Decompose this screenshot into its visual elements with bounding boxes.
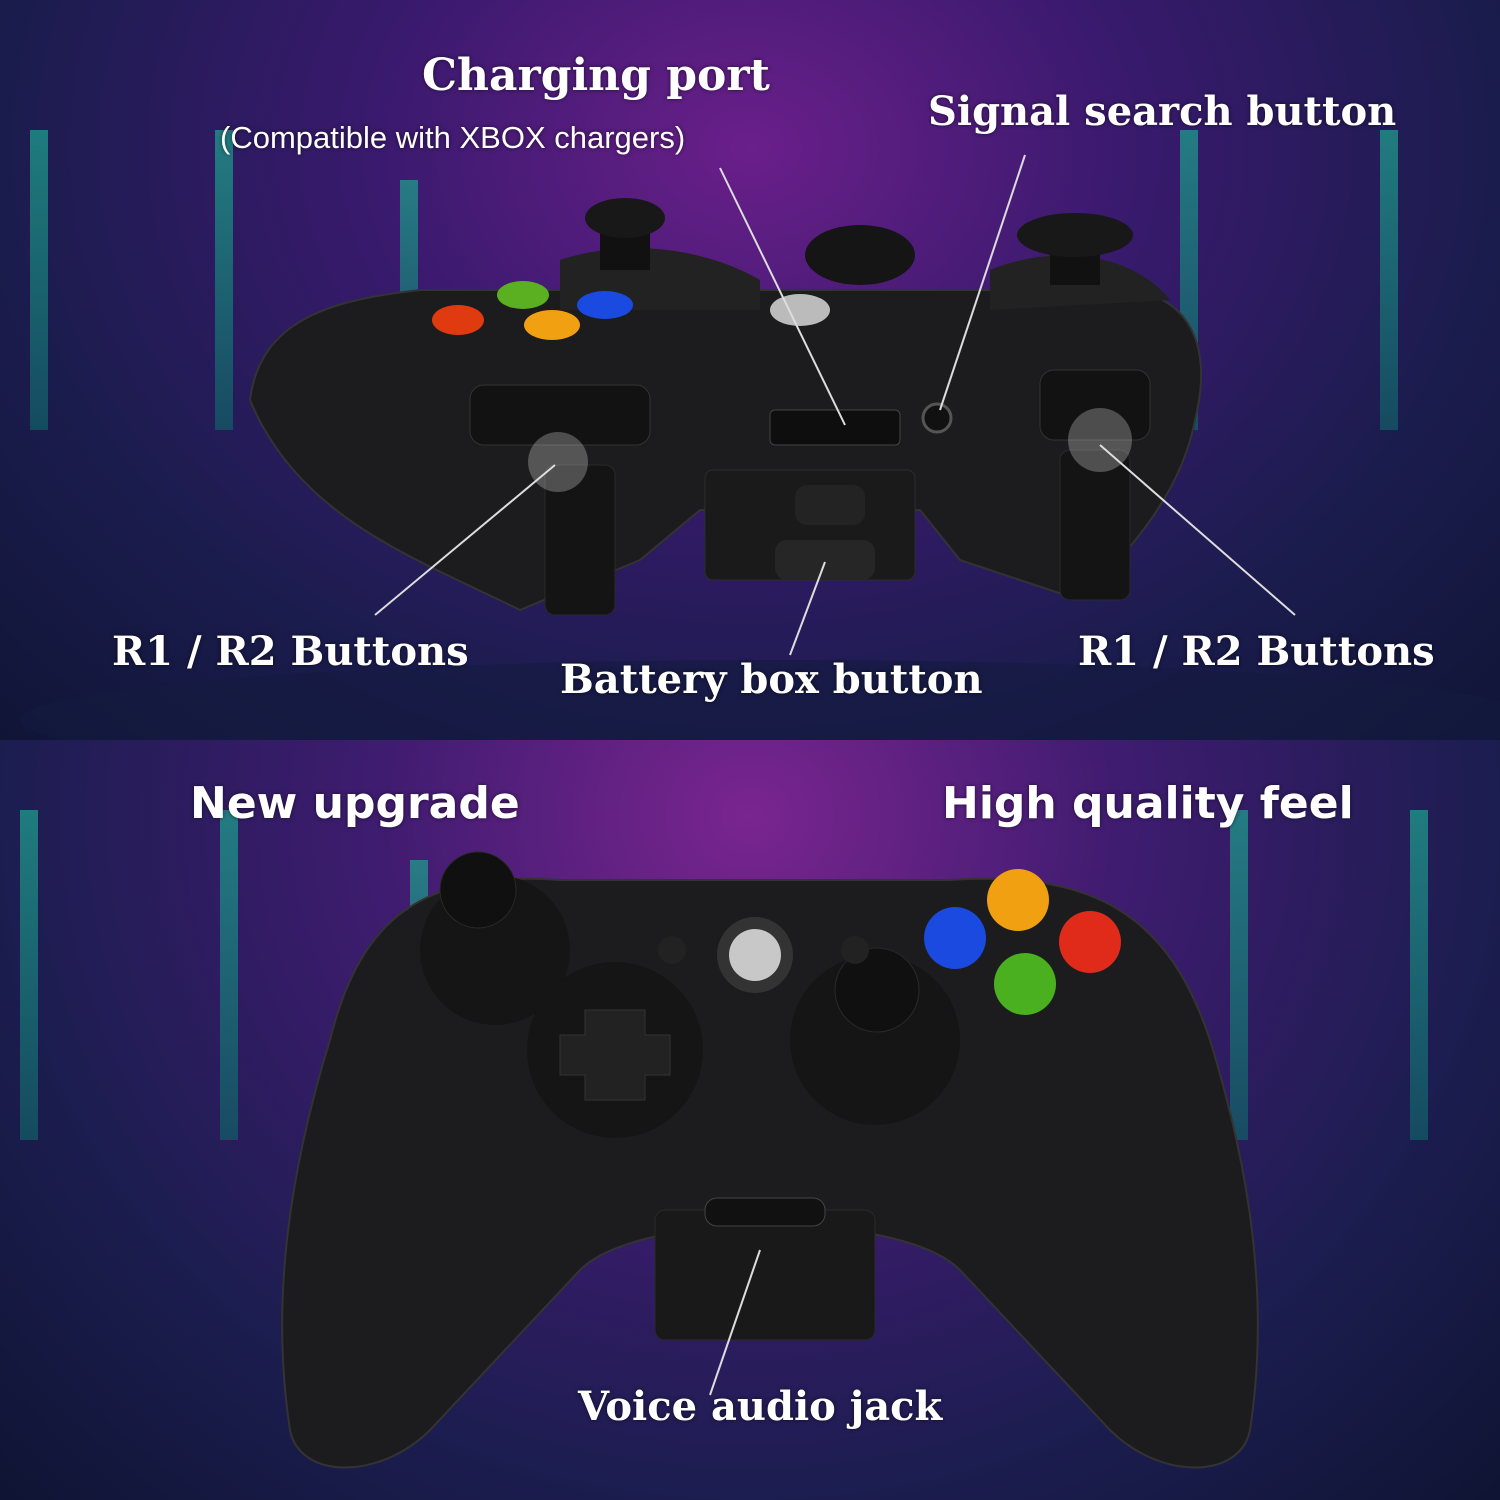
callout-lines <box>374 154 1296 656</box>
controller-front-view <box>281 851 1259 1469</box>
guide-button[interactable] <box>729 929 781 981</box>
button-y-icon <box>524 310 580 340</box>
charging-port-sublabel: (Compatible with XBOX chargers) <box>220 120 686 155</box>
button-b-icon[interactable] <box>1059 911 1121 973</box>
button-b-icon <box>432 305 484 335</box>
voice-jack-label: Voice audio jack <box>578 1383 943 1430</box>
bottom-panel: New upgrade High quality feel Voice audi… <box>0 740 1500 1500</box>
button-y-icon[interactable] <box>987 869 1049 931</box>
top-panel: Charging port (Compatible with XBOX char… <box>0 0 1500 740</box>
charging-port-label: Charging port <box>422 50 770 101</box>
dpad[interactable] <box>559 1009 671 1101</box>
callout-line <box>709 1249 761 1396</box>
r-buttons-left-label: R1 / R2 Buttons <box>112 628 469 675</box>
signal-search-button[interactable] <box>921 402 953 434</box>
new-upgrade-label: New upgrade <box>190 778 520 829</box>
start-button[interactable] <box>841 936 869 964</box>
right-thumbstick[interactable] <box>834 947 920 1033</box>
high-quality-label: High quality feel <box>942 778 1354 829</box>
signal-search-label: Signal search button <box>928 88 1397 135</box>
back-button[interactable] <box>658 936 686 964</box>
button-x-icon <box>577 291 633 319</box>
button-x-icon[interactable] <box>924 907 986 969</box>
left-thumbstick[interactable] <box>439 851 517 929</box>
charging-port <box>769 409 901 446</box>
battery-box-label: Battery box button <box>560 656 983 703</box>
voice-audio-jack <box>704 1197 826 1227</box>
r-buttons-right-label: R1 / R2 Buttons <box>1078 628 1435 675</box>
button-a-icon <box>497 281 549 309</box>
controller-top-view <box>20 154 1500 740</box>
button-a-icon[interactable] <box>994 953 1056 1015</box>
battery-box-button[interactable] <box>775 540 875 580</box>
